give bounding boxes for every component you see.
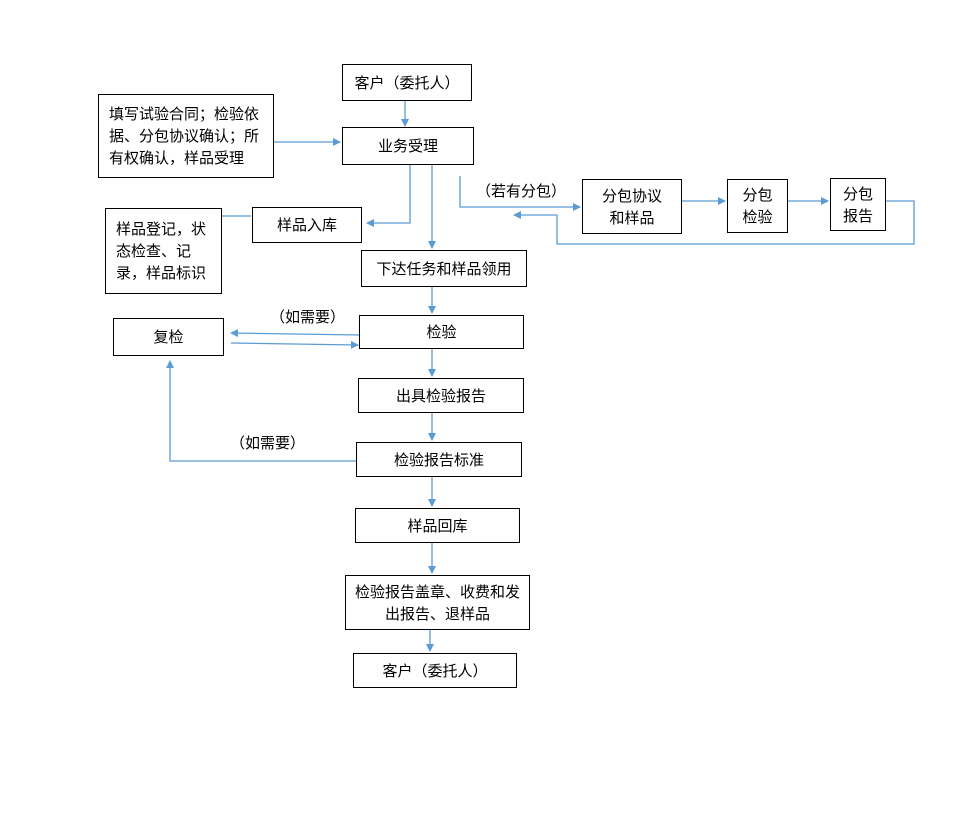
sample-in-box: 样品入库: [252, 207, 362, 243]
client-bottom-text: 客户（委托人）: [382, 661, 488, 680]
if-subcontract-label: （若有分包）: [476, 182, 567, 200]
report-standard-text: 检验报告标准: [393, 450, 484, 469]
issue-report-box: 出具检验报告: [358, 378, 524, 413]
arrow-inspection-to-recheck: [230, 329, 361, 338]
seal-text: 检验报告盖章、收费和发 出报告、退样品: [354, 582, 520, 623]
recheck-text: 复检: [153, 328, 184, 346]
task-text: 下达任务和样品领用: [376, 259, 512, 278]
sample-return-text: 样品回库: [407, 516, 468, 535]
if-needed-label-2: （如需要）: [230, 434, 306, 452]
sample-in-text: 样品入库: [276, 216, 337, 234]
inspection-text: 检验: [426, 323, 457, 341]
if-needed-label-1: （如需要）: [270, 308, 346, 326]
client-top-text: 客户（委托人）: [354, 73, 460, 92]
sample-note-box: 样品登记，状态检查、记录，样品标识: [105, 208, 222, 294]
sub-report-box: 分包 报告: [830, 178, 886, 231]
client-bottom-box: 客户（委托人）: [353, 653, 517, 688]
arrow-recheck-to-inspection: [230, 340, 359, 349]
sub-inspection-box: 分包 检验: [727, 179, 788, 233]
recheck-box: 复检: [113, 318, 224, 356]
inspection-box: 检验: [359, 315, 524, 349]
sub-agreement-text: 分包协议 和样品: [601, 186, 662, 227]
return-sub-report-to-main: [513, 200, 915, 245]
sub-report-text: 分包 报告: [842, 184, 873, 225]
sub-inspection-text: 分包 检验: [742, 186, 773, 226]
contract-note-box: 填写试验合同；检验依据、分包协议确认；所有权确认，样品受理: [98, 94, 274, 178]
acceptance-box: 业务受理: [342, 127, 474, 165]
acceptance-text: 业务受理: [377, 137, 438, 155]
client-top-box: 客户（委托人）: [342, 64, 472, 101]
arrow-standard-to-recheck: [166, 360, 356, 462]
contract-note-text: 填写试验合同；检验依据、分包协议确认；所有权确认，样品受理: [109, 105, 260, 167]
report-standard-box: 检验报告标准: [356, 442, 522, 477]
sub-agreement-box: 分包协议 和样品: [582, 179, 682, 234]
sample-return-box: 样品回库: [355, 508, 520, 543]
arrow-acceptance-to-sub-agreement: [459, 176, 581, 211]
sample-note-text: 样品登记，状态检查、记录，样品标识: [116, 220, 207, 282]
arrow-acceptance-to-sample-in: [366, 165, 411, 227]
issue-report-text: 出具检验报告: [395, 386, 486, 405]
seal-box: 检验报告盖章、收费和发 出报告、退样品: [345, 575, 530, 630]
task-box: 下达任务和样品领用: [361, 250, 527, 287]
